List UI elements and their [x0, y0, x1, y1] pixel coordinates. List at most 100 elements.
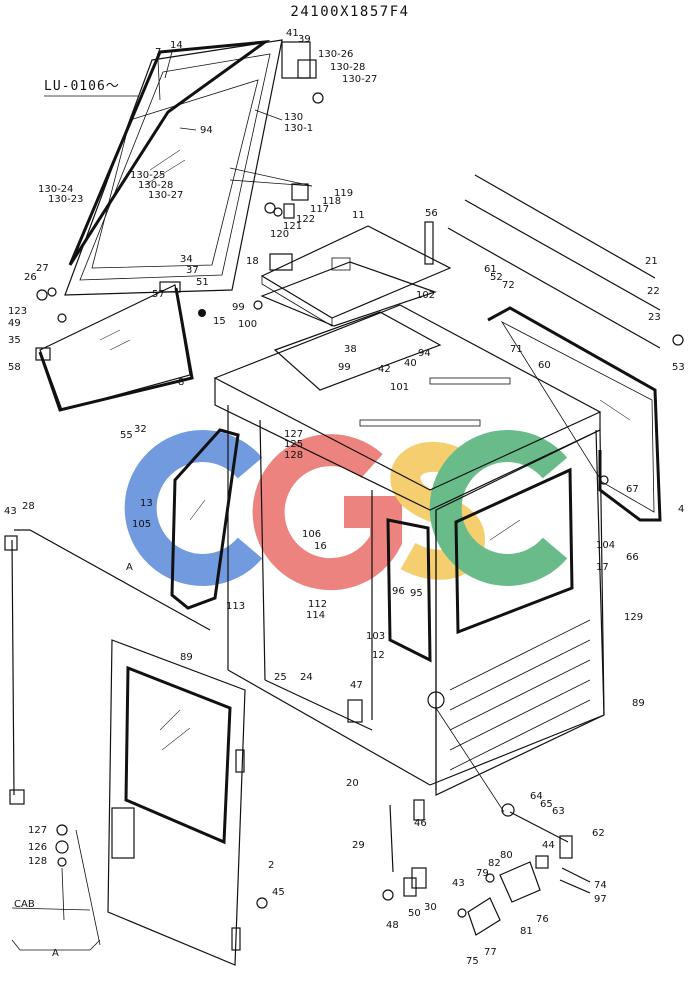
- callout-67: 67: [626, 484, 639, 495]
- clip-58: [35, 347, 51, 361]
- side-rib-5: [449, 699, 591, 771]
- bolt-35: [57, 313, 67, 323]
- hinge-18: [269, 253, 293, 271]
- top-window-glass: [91, 79, 259, 269]
- callout-80: 80: [500, 850, 513, 861]
- top-window-assembly: [36, 39, 324, 323]
- mount-43: [4, 535, 18, 551]
- callout-128a: 128: [284, 450, 303, 461]
- watermark-letter-c1: [124, 430, 263, 586]
- detail-bracket: [11, 939, 101, 951]
- callout-94b: 94: [418, 348, 431, 359]
- cab-side-window-17: [454, 467, 574, 635]
- cab-body: [170, 304, 605, 796]
- callout-26: 26: [24, 272, 37, 283]
- cab-front-pillar: [259, 419, 266, 681]
- callout-8: 8: [178, 377, 184, 388]
- callout-27: 27: [36, 263, 49, 274]
- callout-130-23: 130-23: [48, 194, 83, 205]
- washer-128: [57, 857, 67, 867]
- callout-46: 46: [414, 818, 427, 829]
- callout-44: 44: [542, 840, 555, 851]
- cab-floor-rear: [429, 714, 605, 786]
- side-rib-1: [449, 619, 591, 691]
- callout-103: 103: [366, 631, 385, 642]
- bolt-43b: [457, 908, 467, 918]
- callout-81: 81: [520, 926, 533, 937]
- callout-64: 64: [530, 791, 543, 802]
- callout-104: 104: [596, 540, 615, 551]
- cab-floor-front: [227, 669, 431, 786]
- rear-window-glass-4: [500, 320, 655, 513]
- callout-130-1: 130-1: [284, 123, 313, 134]
- bracket-117: [291, 183, 309, 201]
- callout-52: 52: [490, 272, 503, 283]
- rear-glass-reflection: [599, 399, 631, 421]
- callout-30: 30: [424, 902, 437, 913]
- rear-corner-window-12: [386, 518, 432, 663]
- side-window-seal-15: [38, 287, 194, 412]
- door-handle: [111, 807, 135, 859]
- callout-16: 16: [314, 541, 327, 552]
- callout-77: 77: [484, 947, 497, 958]
- callout-97: 97: [594, 894, 607, 905]
- lock-latch-assembly: [435, 707, 591, 936]
- callout-51: 51: [196, 277, 209, 288]
- glass-reflection-1: [149, 149, 181, 171]
- hinge-parts-cluster: [264, 183, 309, 219]
- door-reflection-1: [159, 709, 181, 731]
- callout-123: 123: [8, 306, 27, 317]
- drawing-number: 24100X1857F4: [290, 4, 409, 20]
- callout-106: 106: [302, 529, 321, 540]
- callout-49: 49: [8, 318, 21, 329]
- bolt-99: [253, 300, 263, 310]
- callout-24: 24: [300, 672, 313, 683]
- washer-126: [55, 840, 69, 854]
- lock-plate-75: [467, 897, 501, 936]
- leader-130: [254, 109, 283, 121]
- bushing-50: [403, 877, 417, 897]
- door-hinge-upper: [235, 749, 245, 773]
- callout-29: 29: [352, 840, 365, 851]
- door-panel: [107, 639, 246, 966]
- callout-57: 57: [152, 289, 165, 300]
- callout-130-27b: 130-27: [148, 190, 183, 201]
- roof-hatch-gasket-100: [260, 261, 437, 327]
- callout-94a: 94: [200, 125, 213, 136]
- callout-126: 126: [28, 842, 47, 853]
- bracket-57: [159, 281, 181, 293]
- callout-11: 11: [352, 210, 365, 221]
- callout-128b: 128: [28, 856, 47, 867]
- rod-29: [389, 804, 394, 873]
- callout-45: 45: [272, 887, 285, 898]
- callout-130-26: 130-26: [318, 49, 353, 60]
- door-hinge-lower: [231, 927, 241, 951]
- callout-130-27a: 130-27: [342, 74, 377, 85]
- grab-rail-2: [429, 377, 511, 385]
- top-window-frame: [64, 39, 283, 296]
- door-window: [124, 665, 232, 845]
- callout-74: 74: [594, 880, 607, 891]
- callout-labels: 1474139130-26130-28130-2794130130-1130-2…: [4, 28, 685, 967]
- callout-48: 48: [386, 920, 399, 931]
- callout-62: 62: [592, 828, 605, 839]
- callout-105: 105: [132, 519, 151, 530]
- callout-102: 102: [416, 290, 435, 301]
- bolt-45: [256, 897, 268, 909]
- callout-65: 65: [540, 799, 553, 810]
- callout-18: 18: [246, 256, 259, 267]
- callout-101: 101: [390, 382, 409, 393]
- callout-61: 61: [484, 264, 497, 275]
- grab-rail-1: [359, 419, 481, 427]
- spring-46: [413, 799, 425, 821]
- leader-119b: [229, 167, 313, 187]
- link-62: [559, 835, 573, 859]
- callout-53: 53: [672, 362, 685, 373]
- side-rib-2: [449, 639, 591, 711]
- callout-13: 13: [140, 498, 153, 509]
- callout-4: 4: [678, 504, 684, 515]
- mount-bottom: [9, 789, 25, 805]
- callout-47: 47: [350, 680, 363, 691]
- callout-42: 42: [378, 364, 391, 375]
